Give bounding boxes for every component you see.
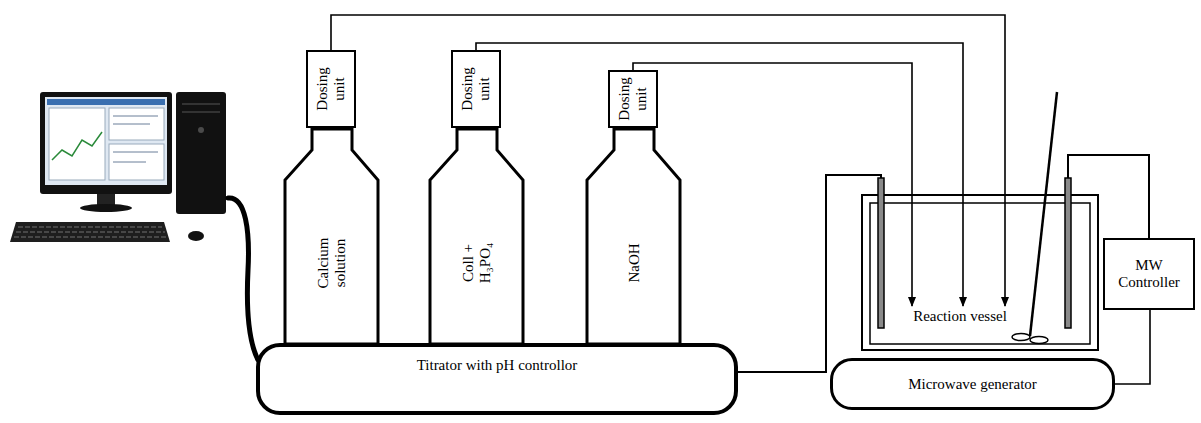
reagent-bottle: Calcium solution [283,128,380,346]
node-label: Titrator with pH controllor [417,357,578,374]
screen-line [113,162,146,163]
tower-detail [182,111,220,113]
screen-window [109,144,164,180]
vertical-label: NaOH [625,233,642,293]
titrator-base: Titrator with pH controllor [256,343,738,415]
screen-line [113,124,150,125]
controller-box: MW Controller [1103,238,1195,310]
screen-window [109,108,164,140]
stirrer-shaft [1030,92,1057,336]
vertical-label: Coll + H₃PO₄ [460,238,494,288]
stirrer-blade [1030,337,1048,344]
temperature-probe [1065,178,1071,328]
stirrer-blade [1012,334,1030,341]
vessel-container [870,203,1090,344]
ph-electrode [878,178,884,328]
vessel-housing [862,195,1098,350]
vertical-label: Dosing unit [459,65,493,113]
bottle-outline [283,128,380,346]
power-button [198,127,204,133]
reagent-bottle: Coll + H₃PO₄ [428,128,525,346]
dosing-unit: Dosing unit [608,70,658,128]
screen-window [49,108,105,180]
probe-wire [1068,155,1149,238]
keyboard [10,222,170,242]
screen-plot [52,132,102,160]
flow-arrow [1115,310,1150,384]
bottle-outline [285,129,378,344]
dosing-unit: Dosing unit [306,50,356,128]
bottle-outline [585,128,682,346]
bottle-outline [430,129,523,344]
keyboard-keys [16,231,165,233]
keyboard-keys [18,226,162,228]
tower-detail [182,103,220,105]
node-label: Reaction vessel [907,308,1013,325]
computer-tower [176,92,226,214]
keyboard-keys [14,236,167,238]
monitor-frame [40,92,172,194]
flow-arrow [476,43,963,306]
vessel-label: Reaction vessel [902,306,1018,327]
vertical-label: Dosing unit [314,65,348,113]
screen-line [113,152,158,153]
reagent-bottle: NaOH [585,128,682,346]
screen-line [113,116,158,117]
generator-box: Microwave generator [830,358,1115,410]
screen-titlebar [47,99,165,105]
bottle-outline [587,129,680,344]
monitor-base [80,204,132,212]
electrode-wire [738,175,881,372]
dosing-unit: Dosing unit [451,50,501,128]
bottle-outline [428,128,525,346]
monitor-screen [45,97,167,185]
mouse [188,231,204,241]
node-label: MW Controller [1107,257,1191,291]
vertical-label: Dosing unit [616,75,650,123]
data-cable [228,198,258,360]
node-label: Microwave generator [908,376,1037,393]
vertical-label: Calcium solution [315,232,349,294]
